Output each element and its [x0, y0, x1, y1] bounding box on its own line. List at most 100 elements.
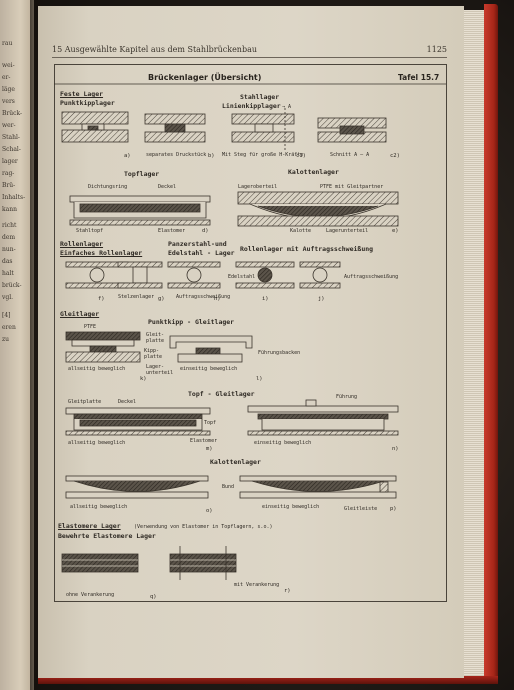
label-rollenlager-auftrag: Rollenlager mit Auftragsschweißung — [240, 245, 374, 253]
page-number: 1125 — [426, 45, 447, 54]
diagram-g — [117, 261, 163, 289]
diagram-a — [61, 111, 129, 143]
label-fuehrung: Führung — [336, 394, 358, 400]
letter-a: a) — [124, 153, 131, 159]
letter-b: b) — [208, 153, 215, 159]
label-lagerunterteil: Lagerunterteil — [326, 228, 369, 234]
left-page-fragment: dem — [2, 234, 16, 241]
section-rollenlager: Rollenlager — [60, 240, 104, 248]
label-mit-verankerung: mit Verankerung — [234, 582, 280, 588]
label-kalottenlager-gleit: Kalottenlager — [210, 458, 261, 466]
letter-j: j) — [318, 296, 325, 302]
diagram-i — [235, 261, 295, 289]
letter-r: r) — [284, 588, 291, 594]
label-gleitleiste: Gleitleiste — [344, 506, 378, 512]
left-page-fragment: lager — [2, 158, 18, 165]
label-einseitig-p: einseitig beweglich — [262, 504, 320, 510]
left-page-fragment: halt — [2, 270, 14, 277]
label-edelstahl: Edelstahl — [228, 274, 256, 280]
diagram-d — [69, 195, 211, 226]
diagram-j — [299, 261, 341, 289]
letter-h: h) — [214, 296, 221, 302]
label-allseitig-m: allseitig beweglich — [68, 440, 126, 446]
label-bund: Bund — [222, 484, 235, 490]
left-page-fragment: Brü- — [2, 182, 16, 189]
label-punktkipplager: Punktkipplager — [60, 99, 115, 107]
section-feste-lager: Feste Lager — [60, 90, 104, 98]
page-stack-edge — [464, 10, 484, 676]
diagram-f — [65, 261, 129, 289]
diagram-b — [144, 113, 206, 143]
label-allseitig-o: allseitig beweglich — [70, 504, 128, 510]
label-topf-gleitlager: Topf - Gleitlager — [188, 390, 255, 398]
letter-p: p) — [390, 506, 397, 512]
section-elastomere-lager: Elastomere Lager — [58, 522, 121, 530]
label-edelstahl-lager: Edelstahl - Lager — [168, 249, 235, 257]
label-stahllager: Stahllager — [240, 93, 280, 101]
letter-l: l) — [256, 376, 263, 382]
left-page-fragment: läge — [2, 86, 15, 93]
label-schnitt: Schnitt A – A — [330, 152, 370, 158]
diagram-q — [61, 553, 139, 573]
label-topflager: Topflager — [124, 170, 160, 178]
label-elastomer-m: Elastomer — [190, 438, 218, 444]
label-arrow-a: → A — [282, 104, 292, 110]
left-page-fragment: Brück- — [2, 110, 23, 117]
label-gleitplatte-kipp: Gleit- platte — [146, 332, 165, 344]
label-mit-steg: Mit Steg für große H-Kräfte — [222, 152, 304, 158]
left-page-fragment: rag- — [2, 170, 15, 177]
left-page-fragment: vgl. — [2, 294, 14, 301]
diagram-l — [169, 335, 253, 363]
left-page-fragment: Inhalts- — [2, 194, 26, 201]
label-topf: Topf — [204, 420, 217, 426]
left-page-fragment: brück- — [2, 282, 22, 289]
letter-q: q) — [150, 594, 157, 600]
left-page-fragment: kann — [2, 206, 17, 213]
label-deckel-m: Deckel — [118, 399, 137, 405]
letter-d: d) — [202, 228, 209, 234]
label-einseitig-n: einseitig beweglich — [254, 440, 312, 446]
diagram-n — [247, 399, 399, 436]
label-einseitig-l: einseitig beweglich — [180, 366, 238, 372]
left-page-fragment: [4] — [2, 312, 11, 319]
label-auftragsschweissung-right: Auftragsschweißung — [344, 274, 399, 280]
label-einfaches-rollenlager: Einfaches Rollenlager — [60, 249, 143, 257]
label-stelzenlager: Stelzenlager — [118, 294, 155, 300]
left-page-fragment: wei- — [2, 62, 15, 69]
letter-f: f) — [98, 296, 105, 302]
left-page-fragment: nun- — [2, 246, 16, 253]
left-page-fragment: eren — [2, 324, 16, 331]
left-page-fragment: zu — [2, 336, 10, 343]
tafel-number: Tafel 15.7 — [398, 73, 440, 82]
label-linienkipplager: Linienkipplager — [222, 102, 281, 110]
diagram-h — [167, 261, 221, 289]
label-ptfe-gleitpartner: PTFE mit Gleitpartner — [320, 184, 384, 190]
label-kippplatte: Kipp- platte — [144, 348, 163, 360]
label-deckel: Deckel — [158, 184, 177, 190]
letter-m: m) — [206, 446, 213, 452]
left-page-fragment: Schal- — [2, 146, 21, 153]
diagram-m — [65, 407, 211, 436]
diagram-p — [239, 475, 397, 499]
letter-c1: c1) — [296, 153, 306, 159]
label-kalottenlager: Kalottenlager — [288, 168, 339, 176]
figure-title: Brückenlager (Übersicht) — [148, 73, 262, 82]
letter-o: o) — [206, 508, 213, 514]
label-gleitplatte: Gleitplatte — [68, 399, 102, 405]
chapter-heading: 15 Ausgewählte Kapitel aus dem Stahlbrüc… — [52, 45, 257, 54]
header-rule — [52, 57, 447, 58]
diagram-r — [169, 546, 237, 580]
label-panzerstahl: Panzerstahl-und — [168, 240, 227, 248]
diagram-k — [65, 331, 141, 363]
letter-e: e) — [392, 228, 399, 234]
letter-c2: c2) — [390, 153, 400, 159]
diagram-c1 — [231, 108, 295, 150]
label-bewehrte: Bewehrte Elastomere Lager — [58, 532, 156, 540]
label-fuehrungsbacken: Führungsbacken — [258, 350, 301, 356]
letter-k: k) — [140, 376, 147, 382]
left-page-edge: rau wei- er- läge vers Brück- wer- Stahl… — [0, 0, 34, 690]
figure-frame — [54, 64, 447, 602]
letter-i: i) — [262, 296, 269, 302]
label-dichtungsring: Dichtungsring — [88, 184, 128, 190]
